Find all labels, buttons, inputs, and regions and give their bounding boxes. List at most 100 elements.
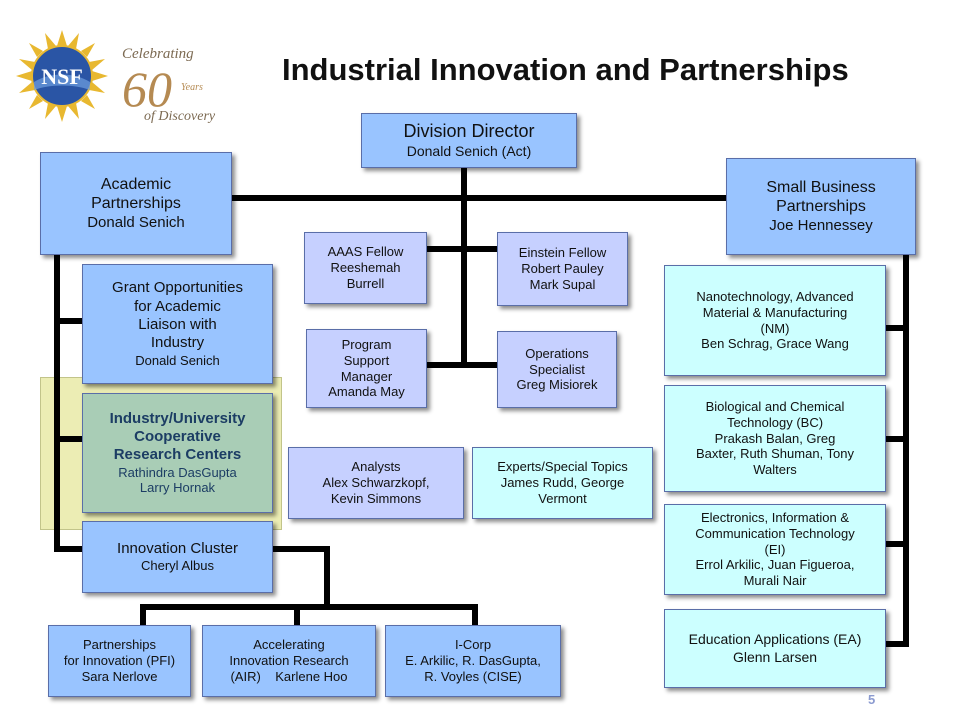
- nsf-seal-icon: NSF Celebrating 60 Years of Discovery: [16, 30, 216, 124]
- air-box: Accelerating Innovation Research (AIR) K…: [202, 625, 376, 697]
- iucrc-box: Industry/University Cooperative Research…: [82, 393, 273, 513]
- box-line: Glenn Larsen: [732, 648, 818, 665]
- box-line: Specialist: [529, 361, 585, 377]
- box-name: Larry Hornak: [139, 480, 216, 496]
- connector-line: [54, 436, 82, 442]
- box-line: Biological and Chemical: [705, 398, 845, 414]
- box-line: James Rudd, George: [500, 475, 625, 491]
- box-line: Amanda May: [328, 384, 405, 400]
- page-number: 5: [868, 692, 876, 707]
- aaas-fellow-box: AAAS Fellow Reeshemah Burrell: [304, 232, 427, 304]
- ea-box: Education Applications (EA) Glenn Larsen: [664, 609, 886, 688]
- box-line: Technology (BC): [726, 414, 824, 430]
- box-name: Cheryl Albus: [141, 558, 214, 574]
- box-line: Errol Arkilic, Juan Figueroa,: [695, 557, 855, 573]
- box-line: Industry: [150, 334, 205, 352]
- analysts-box: Analysts Alex Schwarzkopf, Kevin Simmons: [288, 447, 464, 519]
- box-line: Vermont: [538, 490, 587, 506]
- nsf-60-years-logo: NSF Celebrating 60 Years of Discovery: [4, 28, 234, 128]
- box-line: Ben Schrag, Grace Wang: [701, 336, 849, 352]
- box-name: Joe Hennessey: [769, 216, 873, 234]
- connector-line: [54, 255, 60, 552]
- box-line: R. Voyles (CISE): [424, 668, 522, 684]
- box-line: Research Centers: [113, 446, 242, 464]
- goali-box: Grant Opportunities for Academic Liaison…: [82, 264, 273, 384]
- box-line: Liaison with: [138, 316, 217, 334]
- box-line: Prakash Balan, Greg: [714, 430, 836, 446]
- connector-line: [232, 195, 728, 201]
- box-line: Reeshemah: [330, 260, 401, 276]
- svg-text:NSF: NSF: [41, 64, 83, 89]
- box-line: E. Arkilic, R. DasGupta,: [405, 653, 541, 669]
- svg-text:Celebrating: Celebrating: [122, 46, 194, 62]
- box-line: Small Business: [766, 178, 876, 196]
- box-line: (NM): [760, 320, 790, 336]
- connector-line: [427, 362, 501, 368]
- box-line: Walters: [753, 462, 797, 478]
- box-title: Division Director: [403, 120, 535, 141]
- box-name: Donald Senich: [135, 352, 220, 368]
- connector-line: [886, 436, 909, 442]
- box-line: Murali Nair: [743, 573, 807, 589]
- connector-line: [324, 546, 330, 606]
- box-line: Nanotechnology, Advanced: [696, 288, 854, 304]
- box-line: Partnerships: [91, 195, 181, 213]
- einstein-fellow-box: Einstein Fellow Robert Pauley Mark Supal: [497, 232, 628, 306]
- operations-specialist-box: Operations Specialist Greg Misiorek: [497, 331, 617, 408]
- box-name: Rathindra DasGupta: [118, 464, 237, 480]
- box-line: for Academic: [134, 297, 221, 315]
- box-line: Operations: [525, 345, 589, 361]
- box-line: (EI): [764, 541, 786, 557]
- box-line: Robert Pauley: [521, 261, 604, 277]
- box-line: Partnerships: [776, 198, 866, 216]
- box-line: Cooperative: [134, 427, 221, 445]
- small-business-partnerships-box: Small Business Partnerships Joe Hennesse…: [726, 158, 916, 255]
- division-director-box: Division Director Donald Senich (Act): [361, 113, 577, 168]
- innovation-cluster-box: Innovation Cluster Cheryl Albus: [82, 521, 273, 593]
- box-line: Burrell: [346, 275, 385, 291]
- box-line: (AIR) Karlene Hoo: [230, 668, 348, 684]
- connector-line: [886, 325, 909, 331]
- page-title: Industrial Innovation and Partnerships: [282, 52, 849, 87]
- bc-box: Biological and Chemical Technology (BC) …: [664, 385, 886, 492]
- box-line: Analysts: [351, 459, 401, 475]
- connector-line: [461, 168, 467, 366]
- box-line: Alex Schwarzkopf,: [322, 475, 430, 491]
- box-line: Accelerating: [253, 637, 325, 653]
- box-line: Partnerships: [83, 637, 156, 653]
- box-line: Grant Opportunities: [112, 279, 243, 297]
- box-line: Baxter, Ruth Shuman, Tony: [695, 446, 855, 462]
- box-line: Communication Technology: [695, 525, 855, 541]
- box-line: Sara Nerlove: [81, 668, 158, 684]
- box-line: Support: [343, 352, 390, 368]
- box-line: Mark Supal: [529, 276, 596, 292]
- box-line: Innovation Research: [229, 653, 349, 669]
- connector-line: [140, 604, 146, 626]
- box-line: Academic: [100, 175, 172, 193]
- box-name: Donald Senich: [87, 213, 185, 231]
- nm-box: Nanotechnology, Advanced Material & Manu…: [664, 265, 886, 376]
- connector-line: [54, 318, 82, 324]
- box-name: Donald Senich (Act): [406, 142, 532, 159]
- connector-line: [886, 541, 909, 547]
- connector-line: [472, 604, 478, 626]
- box-line: Program: [341, 336, 392, 352]
- experts-special-topics-box: Experts/Special Topics James Rudd, Georg…: [472, 447, 653, 519]
- box-line: Electronics, Information &: [700, 509, 850, 525]
- box-line: Greg Misiorek: [516, 377, 598, 393]
- connector-line: [886, 641, 909, 647]
- ei-box: Electronics, Information & Communication…: [664, 504, 886, 595]
- program-support-manager-box: Program Support Manager Amanda May: [306, 329, 427, 408]
- box-line: Einstein Fellow: [518, 245, 607, 261]
- box-line: AAAS Fellow: [327, 244, 404, 260]
- pfi-box: Partnerships for Innovation (PFI) Sara N…: [48, 625, 191, 697]
- box-line: for Innovation (PFI): [63, 653, 176, 669]
- box-line: Kevin Simmons: [330, 490, 422, 506]
- box-line: Education Applications (EA): [688, 631, 862, 648]
- academic-partnerships-box: Academic Partnerships Donald Senich: [40, 152, 232, 255]
- connector-line: [903, 255, 909, 647]
- box-line: Experts/Special Topics: [497, 459, 628, 475]
- i-corp-box: I-Corp E. Arkilic, R. DasGupta, R. Voyle…: [385, 625, 561, 697]
- box-line: Innovation Cluster: [117, 539, 238, 557]
- box-line: Material & Manufacturing: [702, 304, 848, 320]
